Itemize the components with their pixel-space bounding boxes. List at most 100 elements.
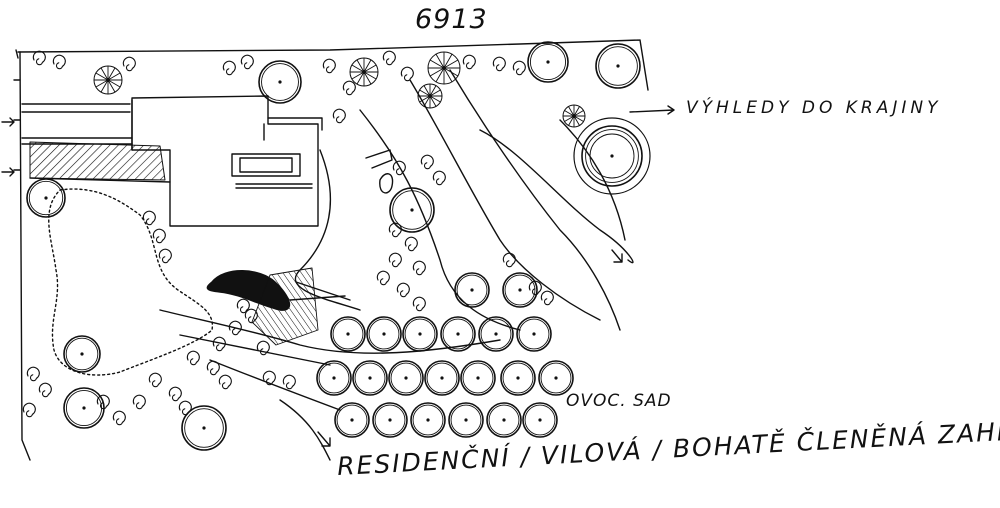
tree-trunk-dot xyxy=(332,376,336,380)
shrub xyxy=(528,280,542,296)
tree-canopy-inner xyxy=(502,362,534,394)
tree-canopy xyxy=(522,402,558,438)
shrub xyxy=(282,374,296,390)
lawn-outline xyxy=(48,188,214,376)
tree-canopy-inner xyxy=(426,362,458,394)
tree-trunk-dot xyxy=(494,332,498,336)
entrance-arrow xyxy=(1,117,15,127)
garden-path xyxy=(159,309,501,354)
tree-trunk-dot xyxy=(346,332,350,336)
tree-trunk-dot xyxy=(538,418,542,422)
shrub xyxy=(178,400,192,416)
shrub xyxy=(256,340,270,356)
conifer-tree xyxy=(562,104,586,128)
shrub xyxy=(142,210,156,226)
tree-canopy xyxy=(424,360,460,396)
tree-canopy xyxy=(486,402,522,438)
tree-canopy-inner xyxy=(488,404,520,436)
tree-canopy-inner xyxy=(504,274,536,306)
tree-trunk-dot xyxy=(82,406,86,410)
shrub xyxy=(244,308,258,324)
shrub xyxy=(228,320,242,336)
tree-canopy-inner xyxy=(354,362,386,394)
tree-canopy-inner xyxy=(28,180,64,216)
tree-canopy-inner xyxy=(318,362,350,394)
tree-trunk-dot xyxy=(382,332,386,336)
shrub xyxy=(322,58,336,74)
shrub xyxy=(38,382,52,398)
tree-canopy xyxy=(440,316,476,352)
tree-canopy xyxy=(330,316,366,352)
orchard-label: OVOC. SAD xyxy=(566,391,672,411)
conifer-outline xyxy=(427,51,461,85)
shrub xyxy=(222,60,236,76)
shrub xyxy=(132,394,146,410)
tree-canopy-inner xyxy=(518,318,550,350)
tree-canopy-inner xyxy=(65,337,99,371)
tree-trunk-dot xyxy=(404,376,408,380)
shrub xyxy=(502,252,516,268)
tree-canopy-inner xyxy=(412,404,444,436)
tree-trunk-dot xyxy=(278,80,282,84)
tree-canopy xyxy=(460,360,496,396)
tree-trunk-dot xyxy=(418,332,422,336)
tree-trunk-dot xyxy=(388,418,392,422)
shrub xyxy=(240,54,254,70)
tree-trunk-dot xyxy=(518,288,522,292)
shrub xyxy=(400,66,414,82)
tree-trunk-dot xyxy=(476,376,480,380)
tree-trunk-dot xyxy=(410,208,414,212)
tree-trunk-dot xyxy=(554,376,558,380)
shrub xyxy=(26,366,40,382)
tree-trunk-dot xyxy=(502,418,506,422)
view-label: VÝHLEDY DO KRAJINY xyxy=(686,98,942,118)
tree-canopy xyxy=(258,60,302,104)
tree-trunk-dot xyxy=(202,426,206,430)
shrub xyxy=(122,56,136,72)
shrub xyxy=(420,154,434,170)
tree-canopy xyxy=(410,402,446,438)
tree-canopy-inner xyxy=(524,404,556,436)
conifer-tree xyxy=(427,51,461,85)
shrub xyxy=(392,160,406,176)
tree-canopy xyxy=(63,387,105,429)
tree-canopy xyxy=(388,360,424,396)
tree-canopy xyxy=(63,335,101,373)
shrub xyxy=(52,54,66,70)
tree-canopy xyxy=(454,272,490,308)
shrub xyxy=(218,374,232,390)
tree-canopy xyxy=(372,402,408,438)
tree-canopy-spiral xyxy=(589,133,635,179)
shrub xyxy=(462,54,476,70)
shrub xyxy=(512,60,526,76)
tree-canopy xyxy=(366,316,402,352)
tree-canopy-inner xyxy=(598,46,638,86)
tree-canopy-inner xyxy=(332,318,364,350)
shrub xyxy=(396,282,410,298)
tree-trunk-dot xyxy=(80,352,84,356)
shrub xyxy=(212,336,226,352)
shrub xyxy=(236,298,250,314)
conifer-tree xyxy=(417,83,443,109)
tree-trunk-dot xyxy=(456,332,460,336)
tree-trunk-dot xyxy=(350,418,354,422)
tree-canopy-inner xyxy=(585,129,639,183)
tree-canopy xyxy=(316,360,352,396)
shrub xyxy=(148,372,162,388)
conifer-outline xyxy=(417,83,443,109)
shrub xyxy=(96,394,110,410)
tree-canopy-inner xyxy=(261,63,299,101)
tree-canopy xyxy=(389,187,435,233)
tree-canopy xyxy=(448,402,484,438)
tree-trunk-dot xyxy=(532,332,536,336)
tree-canopy xyxy=(527,41,569,83)
tree-canopy xyxy=(26,178,66,218)
shrub xyxy=(404,236,418,252)
view-arrow xyxy=(629,105,675,115)
tree-canopy-outer xyxy=(573,117,651,195)
tree-canopy xyxy=(538,360,574,396)
tree-canopy xyxy=(334,402,370,438)
tree-canopy-inner xyxy=(480,318,512,350)
conifer-outline xyxy=(562,104,586,128)
